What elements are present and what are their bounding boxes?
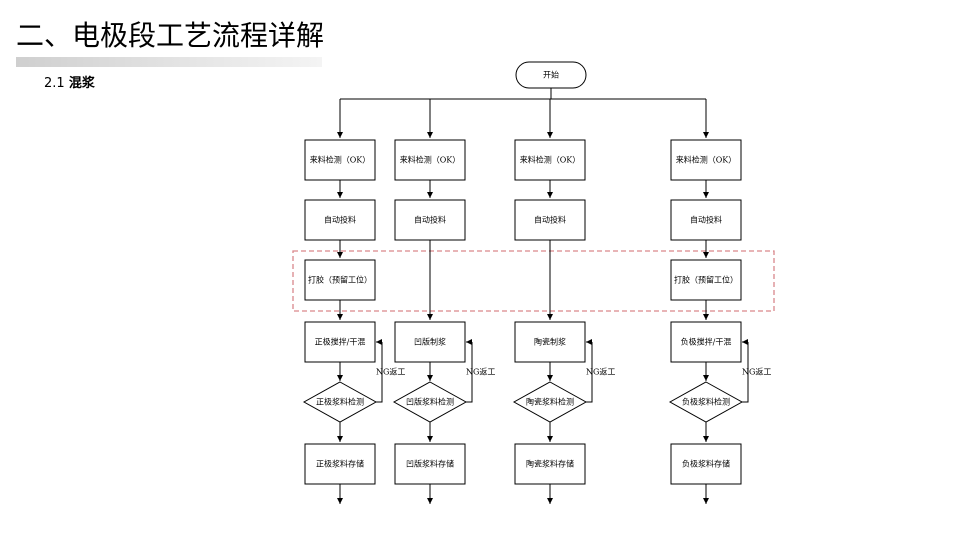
title-underline-bar bbox=[16, 57, 322, 67]
rework-loop bbox=[586, 342, 593, 403]
incoming-check-label: 来料检测（OK） bbox=[520, 155, 581, 165]
process-box bbox=[514, 321, 586, 363]
glue-station-box bbox=[304, 259, 376, 301]
ng-rework-label: NG返工 bbox=[586, 368, 615, 377]
glue-station-box bbox=[670, 259, 742, 301]
rework-loop bbox=[376, 342, 383, 403]
rework-loop bbox=[466, 342, 473, 403]
process-label: 负极搅拌/干混 bbox=[681, 337, 732, 347]
storage-label: 负极浆料存储 bbox=[682, 459, 730, 469]
rework-loop bbox=[742, 342, 749, 403]
auto-feed-label: 自动投料 bbox=[690, 215, 722, 225]
section-name: 混浆 bbox=[68, 76, 95, 91]
process-label: 陶瓷制浆 bbox=[534, 337, 566, 347]
process-label: 正极搅拌/干混 bbox=[315, 337, 366, 347]
glue-station-label: 打胶（预留工位） bbox=[308, 275, 372, 285]
auto-feed-label: 自动投料 bbox=[324, 215, 356, 225]
incoming-check-label: 来料检测（OK） bbox=[676, 155, 737, 165]
auto-feed-box bbox=[670, 199, 742, 241]
glue-station-label: 打胶（预留工位） bbox=[674, 275, 738, 285]
incoming-check-label: 来料检测（OK） bbox=[310, 155, 371, 165]
process-box bbox=[394, 321, 466, 363]
incoming-check-box bbox=[394, 139, 466, 181]
ng-rework-label: NG返工 bbox=[466, 368, 495, 377]
storage-label: 凹版浆料存储 bbox=[406, 459, 454, 469]
incoming-check-box bbox=[670, 139, 742, 181]
reserved-station-highlight bbox=[292, 250, 775, 312]
inspection-label: 负极浆料检测 bbox=[682, 397, 730, 407]
section-number: 2.1 bbox=[44, 76, 65, 91]
process-box bbox=[670, 321, 742, 363]
incoming-check-label: 来料检测（OK） bbox=[400, 155, 461, 165]
auto-feed-label: 自动投料 bbox=[414, 215, 446, 225]
process-label: 凹版制浆 bbox=[414, 337, 446, 347]
ng-rework-label: NG返工 bbox=[742, 368, 771, 377]
incoming-check-box bbox=[514, 139, 586, 181]
auto-feed-label: 自动投料 bbox=[534, 215, 566, 225]
storage-label: 陶瓷浆料存储 bbox=[526, 459, 574, 469]
inspection-label: 凹版浆料检测 bbox=[406, 397, 454, 407]
storage-label: 正极浆料存储 bbox=[316, 459, 364, 469]
ng-rework-label: NG返工 bbox=[376, 368, 405, 377]
page-title: 二、电极段工艺流程详解 bbox=[16, 19, 325, 52]
start-label: 开始 bbox=[543, 70, 559, 80]
section-heading: 2.1 混浆 bbox=[44, 75, 95, 93]
inspection-label: 陶瓷浆料检测 bbox=[526, 397, 574, 407]
inspection-label: 正极浆料检测 bbox=[316, 397, 364, 407]
